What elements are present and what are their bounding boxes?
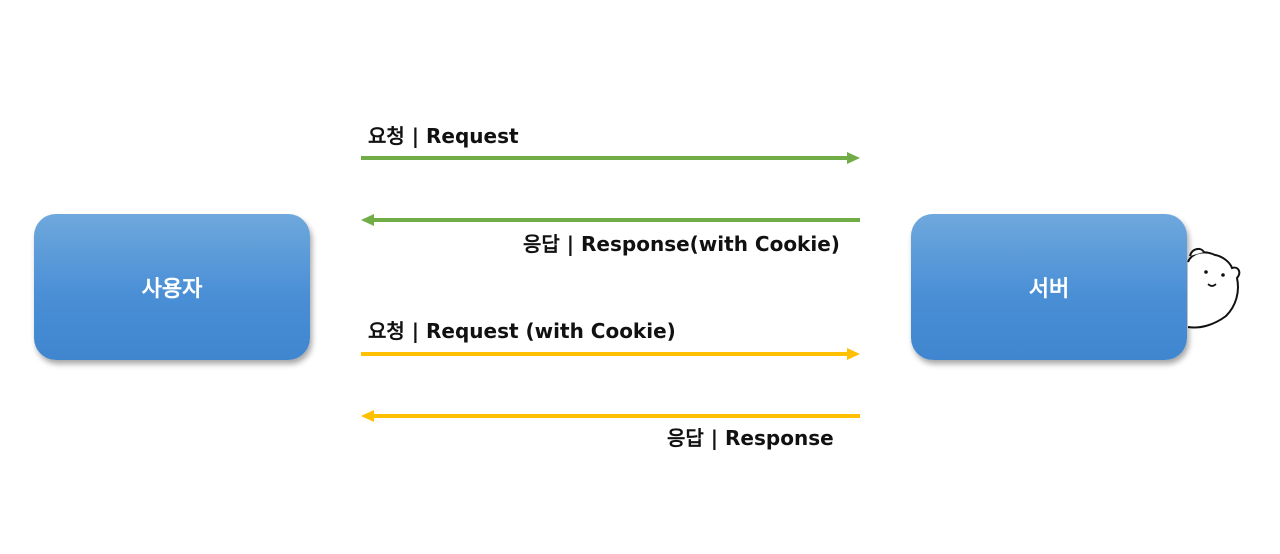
server-node: 서버 — [911, 214, 1187, 360]
bear-icon — [1187, 247, 1241, 329]
arrow-head — [361, 214, 374, 226]
message-arrow-3 — [361, 348, 860, 360]
arrow-head — [847, 348, 860, 360]
arrow-head — [847, 152, 860, 164]
user-node-label: 사용자 — [141, 277, 203, 302]
server-node-label: 서버 — [1028, 277, 1070, 302]
message-label-response: 응답 | Response — [667, 426, 834, 450]
message-label-response-with-cookie: 응답 | Response(with Cookie) — [523, 232, 840, 256]
message-arrow-4 — [361, 410, 860, 422]
message-label-request-with-cookie: 요청 | Request (with Cookie) — [368, 319, 676, 343]
user-node: 사용자 — [34, 214, 310, 360]
message-arrow-1 — [361, 152, 860, 164]
message-arrow-2 — [361, 214, 860, 226]
message-label-request: 요청 | Request — [368, 124, 519, 148]
arrow-head — [361, 410, 374, 422]
